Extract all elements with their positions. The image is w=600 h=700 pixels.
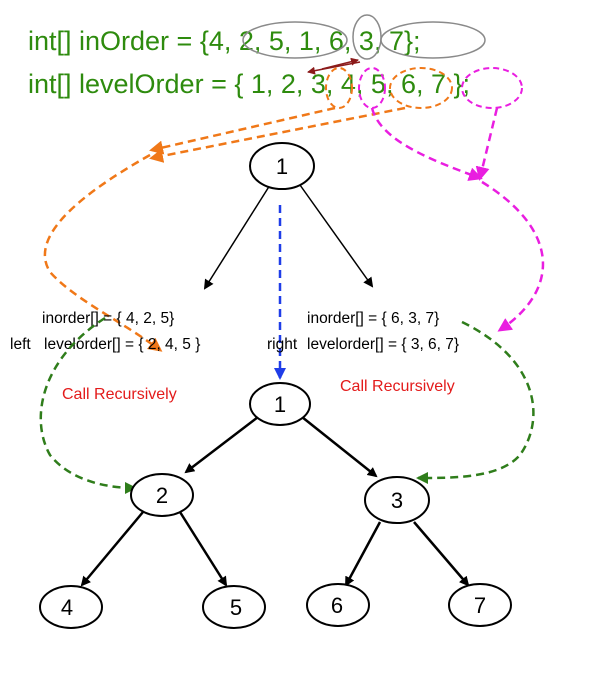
magenta-curve-to-right-levelorder [481,180,545,332]
edge-2-4 [80,511,144,587]
level-2-ellipse [325,67,353,109]
orange-arrow-1 [149,106,336,155]
orange-arrow-2 [149,106,406,163]
edge-1-3 [301,416,378,478]
inorder-code-line: int[] inOrder = {4, 2, 5, 1, 6, 3, 7}; [28,26,421,56]
tree-node-1 [249,382,311,426]
tree-node-6-label: 6 [331,593,343,618]
tree-node-4-label: 4 [61,595,73,620]
levelorder-code-line: int[] levelOrder = { 1, 2, 3, 4, 5, 6, 7… [28,69,470,99]
right-prefix: right [267,336,298,353]
right-inorder-array: inorder[] = { 6, 3, 7} [307,310,439,327]
top-root-node [249,142,315,190]
split-right-arrow [299,184,374,288]
right-call-recursively: Call Recursively [340,378,455,395]
tree-node-3 [364,476,430,524]
tree-node-6 [306,583,370,627]
edge-1-2 [184,416,259,474]
tree-node-2-label: 2 [156,483,168,508]
inorder-left-group-ellipse [242,21,348,59]
tree-node-7-label: 7 [474,593,486,618]
tree-node-2 [130,473,194,517]
tree-node-7 [448,583,512,627]
right-recursion-curve [416,320,535,484]
tree-node-4 [39,585,103,629]
level-3-ellipse [358,67,386,109]
tree-node-5 [202,585,266,629]
left-inorder-array: inorder[] = { 4, 2, 5} [42,310,174,327]
top-root-label: 1 [276,154,288,179]
inorder-right-group-ellipse [380,21,486,59]
root-link-arrow-up [321,57,359,70]
edge-3-6 [344,521,382,587]
edge-2-5 [178,511,228,587]
magenta-arrow-from-3 [370,107,483,181]
tree-node-1-label: 1 [274,392,286,417]
split-left-arrow [203,184,271,290]
tree-node-5-label: 5 [230,595,242,620]
left-recursion-curve [39,316,137,494]
level-67-ellipse [461,67,523,109]
edge-3-7 [413,521,470,587]
magenta-arrow-from-67 [475,107,499,181]
left-levelorder-array: levelorder[] = { 2, 4, 5 } [44,336,200,353]
left-prefix: left [10,336,31,353]
right-levelorder-array: levelorder[] = { 3, 6, 7} [307,336,459,353]
orange-curve-to-left-levelorder [43,153,163,352]
level-45-ellipse [389,67,453,109]
left-call-recursively: Call Recursively [62,386,177,403]
tree-node-3-label: 3 [391,488,403,513]
